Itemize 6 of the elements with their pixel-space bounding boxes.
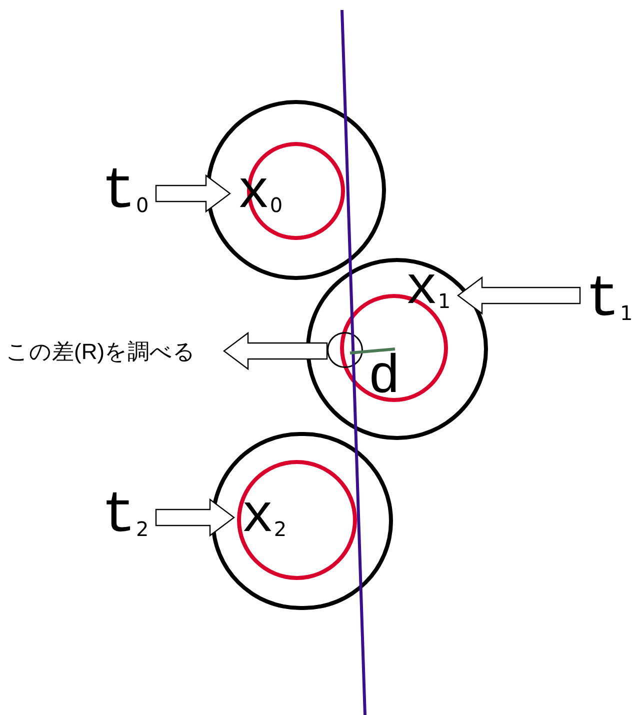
block-arrow (155, 498, 235, 537)
block-arrow (223, 332, 328, 370)
note-text: この差(R)を調べる (6, 336, 224, 368)
block-arrow (457, 276, 581, 315)
distance-label: d (368, 352, 400, 406)
block-arrow (155, 174, 231, 213)
